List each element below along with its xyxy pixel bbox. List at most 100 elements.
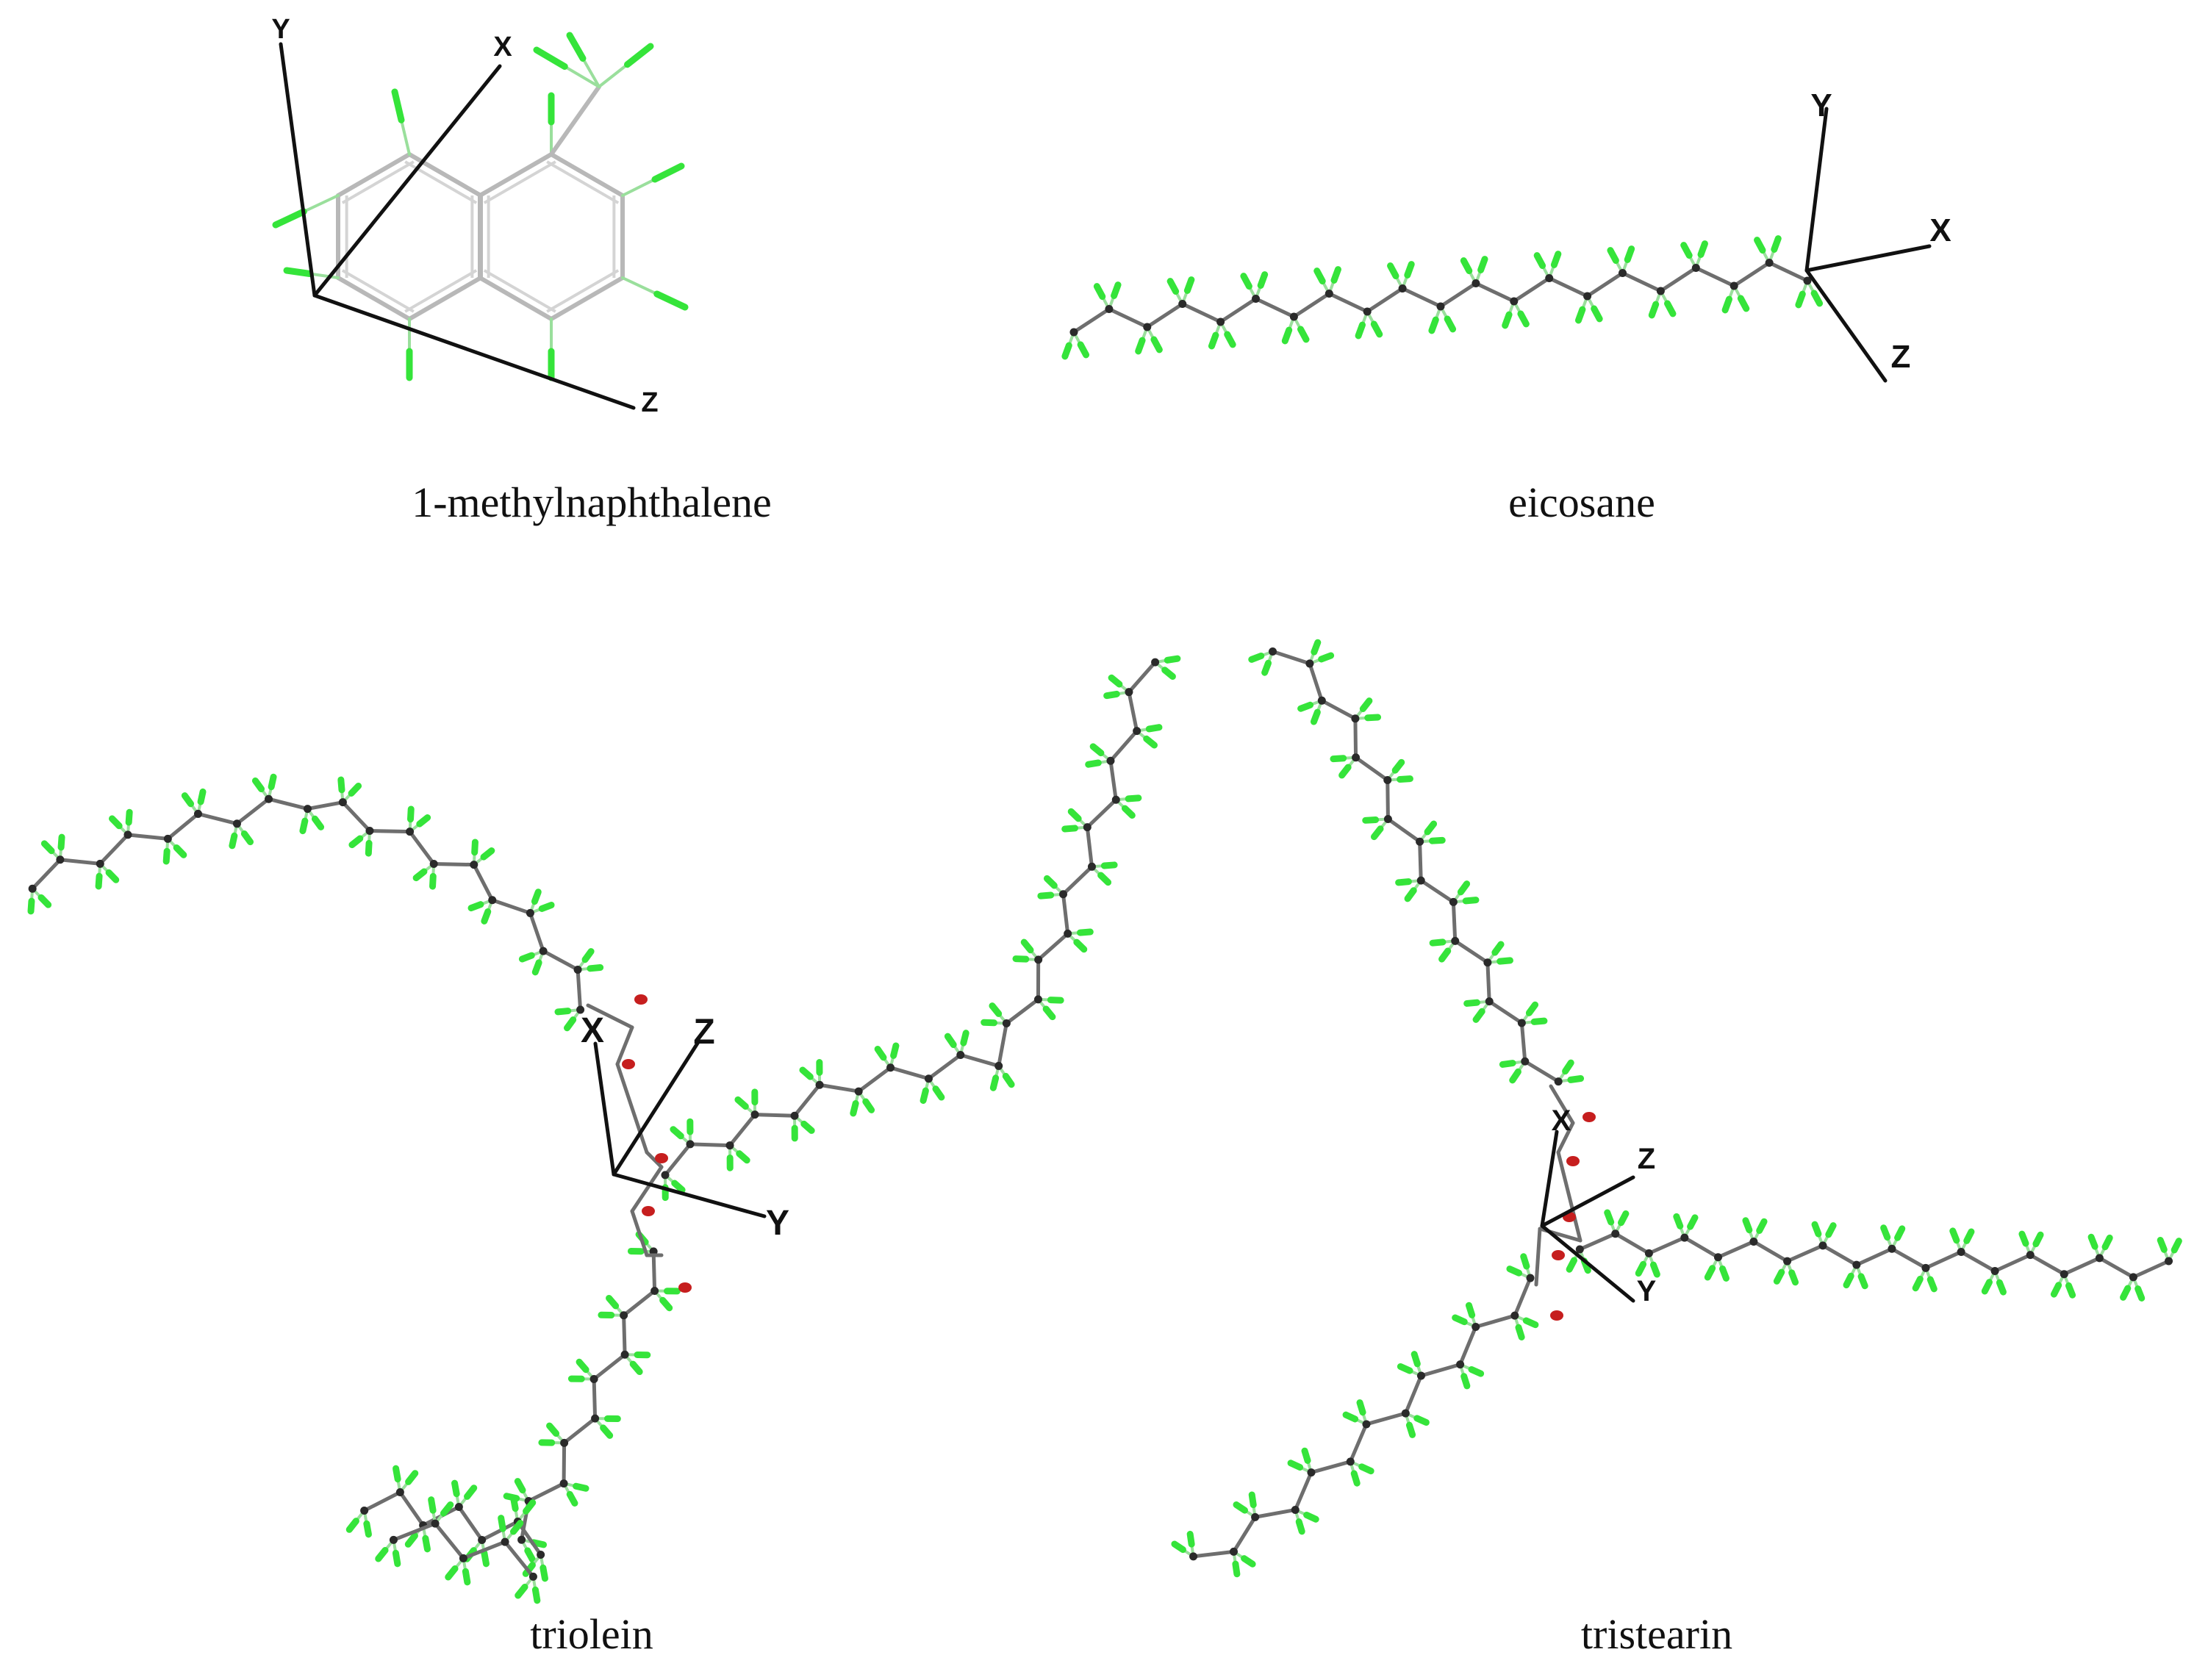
hydrogen-atom	[184, 796, 190, 804]
bond	[2133, 1261, 2168, 1277]
carbon-atom	[233, 819, 241, 828]
bond	[435, 1523, 463, 1558]
carbon-atom	[1619, 269, 1627, 277]
hydrogen-atom	[1554, 254, 1558, 265]
bond	[594, 1354, 625, 1379]
bond	[1926, 1252, 1961, 1268]
carbon-atom	[1143, 323, 1151, 331]
hydrogen-atom	[1305, 1451, 1308, 1460]
hydrogen-atom	[1653, 1265, 1657, 1274]
bond	[1754, 1241, 1788, 1261]
bond	[1892, 1249, 1926, 1268]
bond	[1087, 828, 1092, 867]
carbon-atom	[791, 1112, 799, 1120]
bond	[1350, 1424, 1366, 1462]
hydrogen-atom	[992, 1006, 999, 1014]
bond	[1367, 289, 1402, 312]
carbon-atom	[396, 1488, 404, 1496]
hydrogen-atom	[609, 1298, 616, 1305]
bond	[1366, 1413, 1405, 1424]
carbon-atom	[560, 1439, 568, 1447]
hydrogen-atom	[1578, 309, 1582, 320]
hydrogen-atom	[349, 1521, 356, 1530]
hydrogen-atom	[1363, 701, 1369, 709]
carbon-atom	[1692, 264, 1700, 272]
triolein-structure: XYZ	[29, 658, 1178, 1601]
bond	[2099, 1258, 2133, 1277]
hydrogen-atom	[1314, 642, 1318, 652]
hydrogen-atom	[1447, 319, 1452, 329]
hydrogen-atom	[1829, 1226, 1833, 1235]
bond	[1718, 1241, 1753, 1257]
axis-x-label: X	[493, 32, 512, 62]
bond	[1588, 273, 1623, 296]
hydrogen-atom	[1362, 1467, 1372, 1471]
hydrogen-atom	[1291, 1463, 1300, 1468]
axis-z-line	[315, 295, 634, 408]
hydrogen-atom	[1154, 340, 1159, 350]
hydrogen-atom	[1502, 1063, 1513, 1065]
methylnaphthalene-structure: XYZ	[271, 14, 685, 418]
carbon-atom	[406, 828, 414, 836]
axis-y-line	[1807, 109, 1827, 270]
hydrogen-atom	[655, 166, 681, 179]
hydrogen-atom	[395, 92, 401, 120]
axis-z-label: Z	[1638, 1143, 1655, 1175]
bond	[543, 951, 578, 969]
carbon-atom	[517, 1536, 526, 1544]
hydrogen-atom	[1524, 1257, 1527, 1266]
carbon-atom	[488, 896, 496, 904]
hydrogen-atom	[1101, 875, 1108, 883]
bond	[60, 860, 100, 864]
carbon-atom	[560, 1479, 568, 1487]
hydrogen-atom	[484, 1553, 487, 1564]
bond	[1536, 1229, 1540, 1285]
bond	[1660, 268, 1696, 291]
hydrogen-atom	[501, 1518, 503, 1529]
hydrogen-atom	[1391, 266, 1396, 276]
oxygen-atom	[634, 994, 648, 1005]
hydrogen-atom	[543, 1568, 545, 1579]
hydrogen-atom	[431, 1500, 433, 1511]
hydrogen-atom	[1861, 1277, 1865, 1286]
carbon-atom	[501, 1538, 509, 1546]
carbon-atom	[540, 947, 548, 955]
hydrogen-atom	[1111, 678, 1119, 684]
carbon-atom	[1003, 1019, 1011, 1027]
bond	[1064, 894, 1068, 934]
hydrogen-atom	[2091, 1237, 2095, 1246]
bond	[1255, 1510, 1296, 1517]
hydrogen-atom	[1080, 345, 1086, 355]
carbon-atom	[994, 1062, 1003, 1070]
hydrogen-atom	[1638, 1264, 1643, 1273]
hydrogen-atom	[1677, 1216, 1680, 1226]
hydrogen-atom	[1236, 1564, 1237, 1574]
carbon-atom	[1307, 1468, 1315, 1476]
oxygen-atom	[622, 1059, 635, 1069]
hydrogen-atom	[367, 1523, 369, 1534]
hydrogen-atom	[287, 270, 310, 274]
hydrogen-atom	[1252, 656, 1261, 659]
hydrogen-atom	[112, 819, 119, 826]
bond	[1857, 1249, 1892, 1265]
bond	[551, 278, 623, 319]
carbon-atom	[1417, 877, 1425, 885]
carbon-atom	[1178, 300, 1186, 308]
axis-y-line	[614, 1174, 764, 1216]
hydrogen-atom	[465, 1571, 467, 1582]
bond	[365, 1493, 401, 1511]
carbon-atom	[621, 1351, 629, 1359]
hydrogen-atom	[1930, 1279, 1934, 1289]
hydrogen-atom	[1953, 1231, 1957, 1241]
hydrogen-atom	[1408, 265, 1411, 276]
bond	[1489, 1002, 1521, 1023]
carbon-atom	[1384, 815, 1392, 823]
hydrogen-atom	[1089, 763, 1099, 764]
carbon-atom	[1852, 1261, 1860, 1269]
caption-triolein: triolein	[530, 1609, 653, 1659]
bond	[594, 1379, 595, 1419]
hydrogen-atom	[522, 955, 531, 959]
bond	[1402, 289, 1441, 306]
hydrogen-atom	[633, 1364, 639, 1371]
